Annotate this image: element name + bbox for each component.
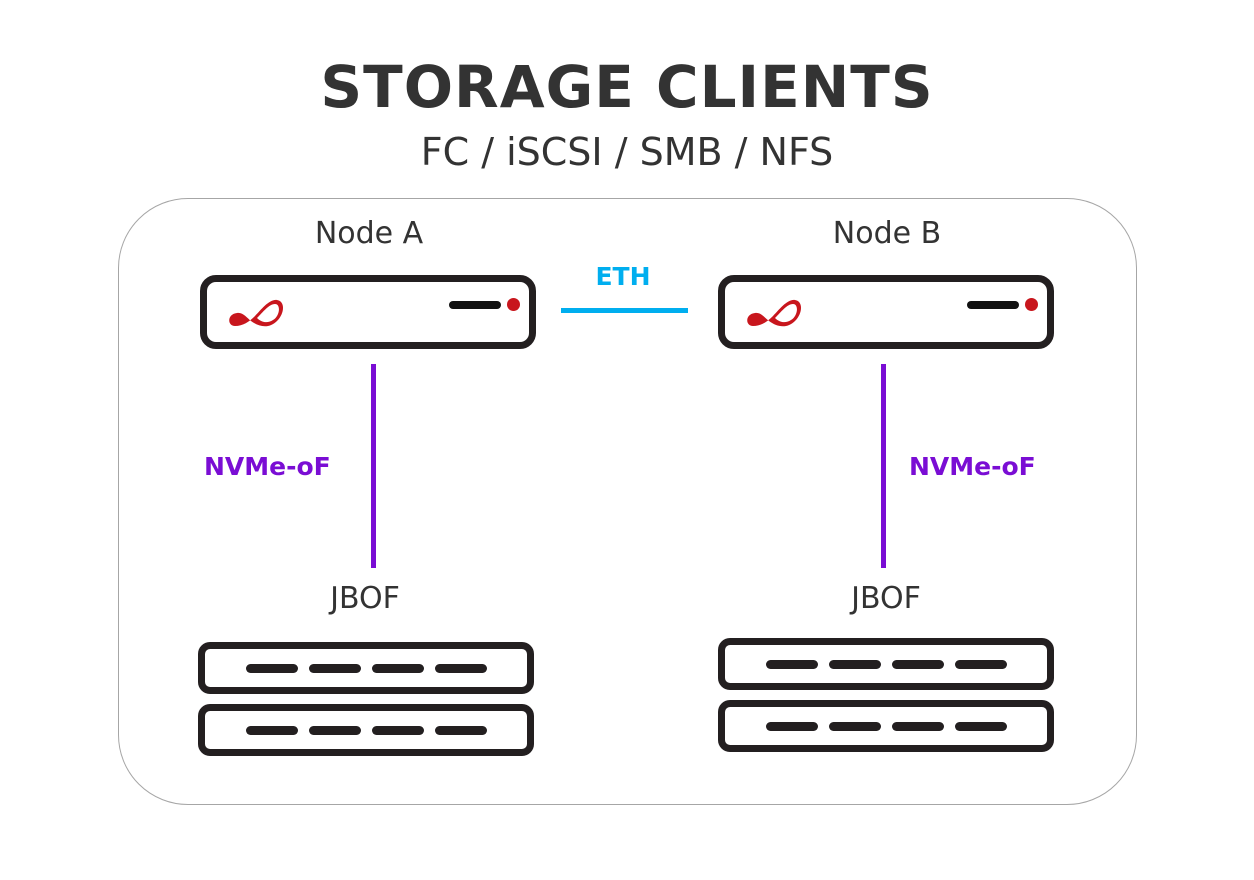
drive-slot-icon [309,664,361,673]
eth-link-line [561,308,688,313]
infinity-logo-icon [747,299,801,327]
jbof-b-label: JBOF [851,581,921,616]
jbof-a-shelf-2 [198,704,534,756]
drive-slot-icon [309,726,361,735]
drive-slot-icon [435,726,487,735]
drive-slot-icon [892,722,944,731]
nvme-label-b: NVMe-oF [909,452,1036,481]
jbof-a-shelf-1 [198,642,534,694]
drive-slot-icon [955,722,1007,731]
drive-slot-icon [372,664,424,673]
diagram-subtitle: FC / iSCSI / SMB / NFS [420,130,834,174]
infinity-logo-icon [229,299,283,327]
drive-slot-icon [246,664,298,673]
diagram-title: STORAGE CLIENTS [320,53,934,121]
drive-slot-icon [766,660,818,669]
drive-slot-icon [372,726,424,735]
nvme-link-line-b [881,364,886,568]
node-b-server-icon [718,275,1054,349]
jbof-b-shelf-1 [718,638,1054,690]
status-led-icon [1025,298,1038,311]
drive-slot-icon [246,726,298,735]
drive-slot-icon [892,660,944,669]
drive-slot-icon [955,660,1007,669]
drive-slot-icon [829,660,881,669]
node-a-label: Node A [314,216,424,251]
drive-slot-icon [435,664,487,673]
eth-label: ETH [595,262,651,291]
nvme-link-line-a [371,364,376,568]
status-bar-icon [449,301,501,309]
cluster-frame [118,198,1137,805]
jbof-b-shelf-2 [718,700,1054,752]
status-bar-icon [967,301,1019,309]
drive-slot-icon [829,722,881,731]
nvme-label-a: NVMe-oF [204,452,331,481]
status-led-icon [507,298,520,311]
node-a-server-icon [200,275,536,349]
drive-slot-icon [766,722,818,731]
jbof-a-label: JBOF [330,581,400,616]
node-b-label: Node B [832,216,942,251]
